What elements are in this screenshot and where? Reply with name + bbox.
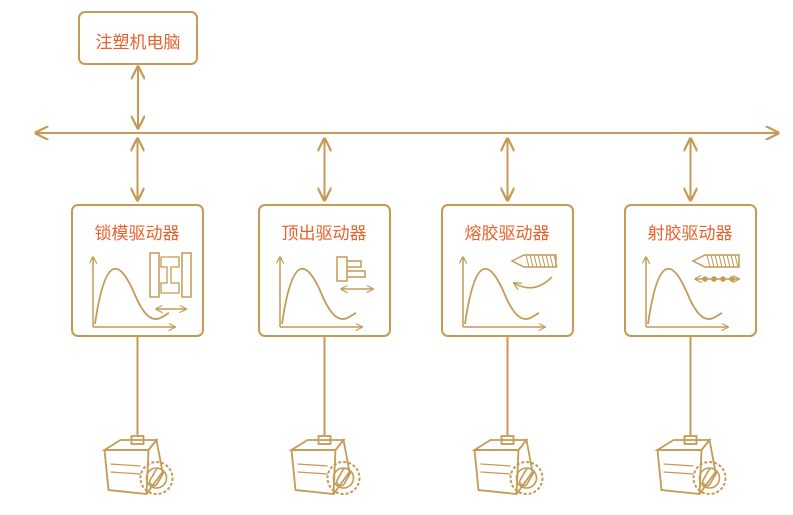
computer-label: 注塑机电脑	[95, 33, 181, 53]
ejector-icon	[336, 256, 373, 289]
response-curve-icon	[646, 257, 728, 327]
clamping-mold-icon	[149, 252, 192, 309]
servo-motor-icon	[288, 435, 361, 495]
rotating-screw-icon	[510, 254, 558, 288]
servo-motor-icon	[101, 435, 174, 495]
response-curve-icon	[463, 257, 545, 327]
computer-box	[78, 11, 198, 65]
servo-motor-icon	[471, 435, 544, 495]
driver-label-injection: 射胶驱动器	[647, 224, 733, 244]
driver-label-melting: 熔胶驱动器	[464, 224, 550, 244]
injection-screw-icon	[691, 254, 740, 281]
driver-label-clamping: 锁模驱动器	[94, 224, 180, 244]
response-curve-icon	[93, 257, 175, 327]
response-curve-icon	[280, 257, 362, 327]
driver-label-ejector: 顶出驱动器	[281, 224, 367, 244]
servo-motor-icon	[654, 435, 727, 495]
